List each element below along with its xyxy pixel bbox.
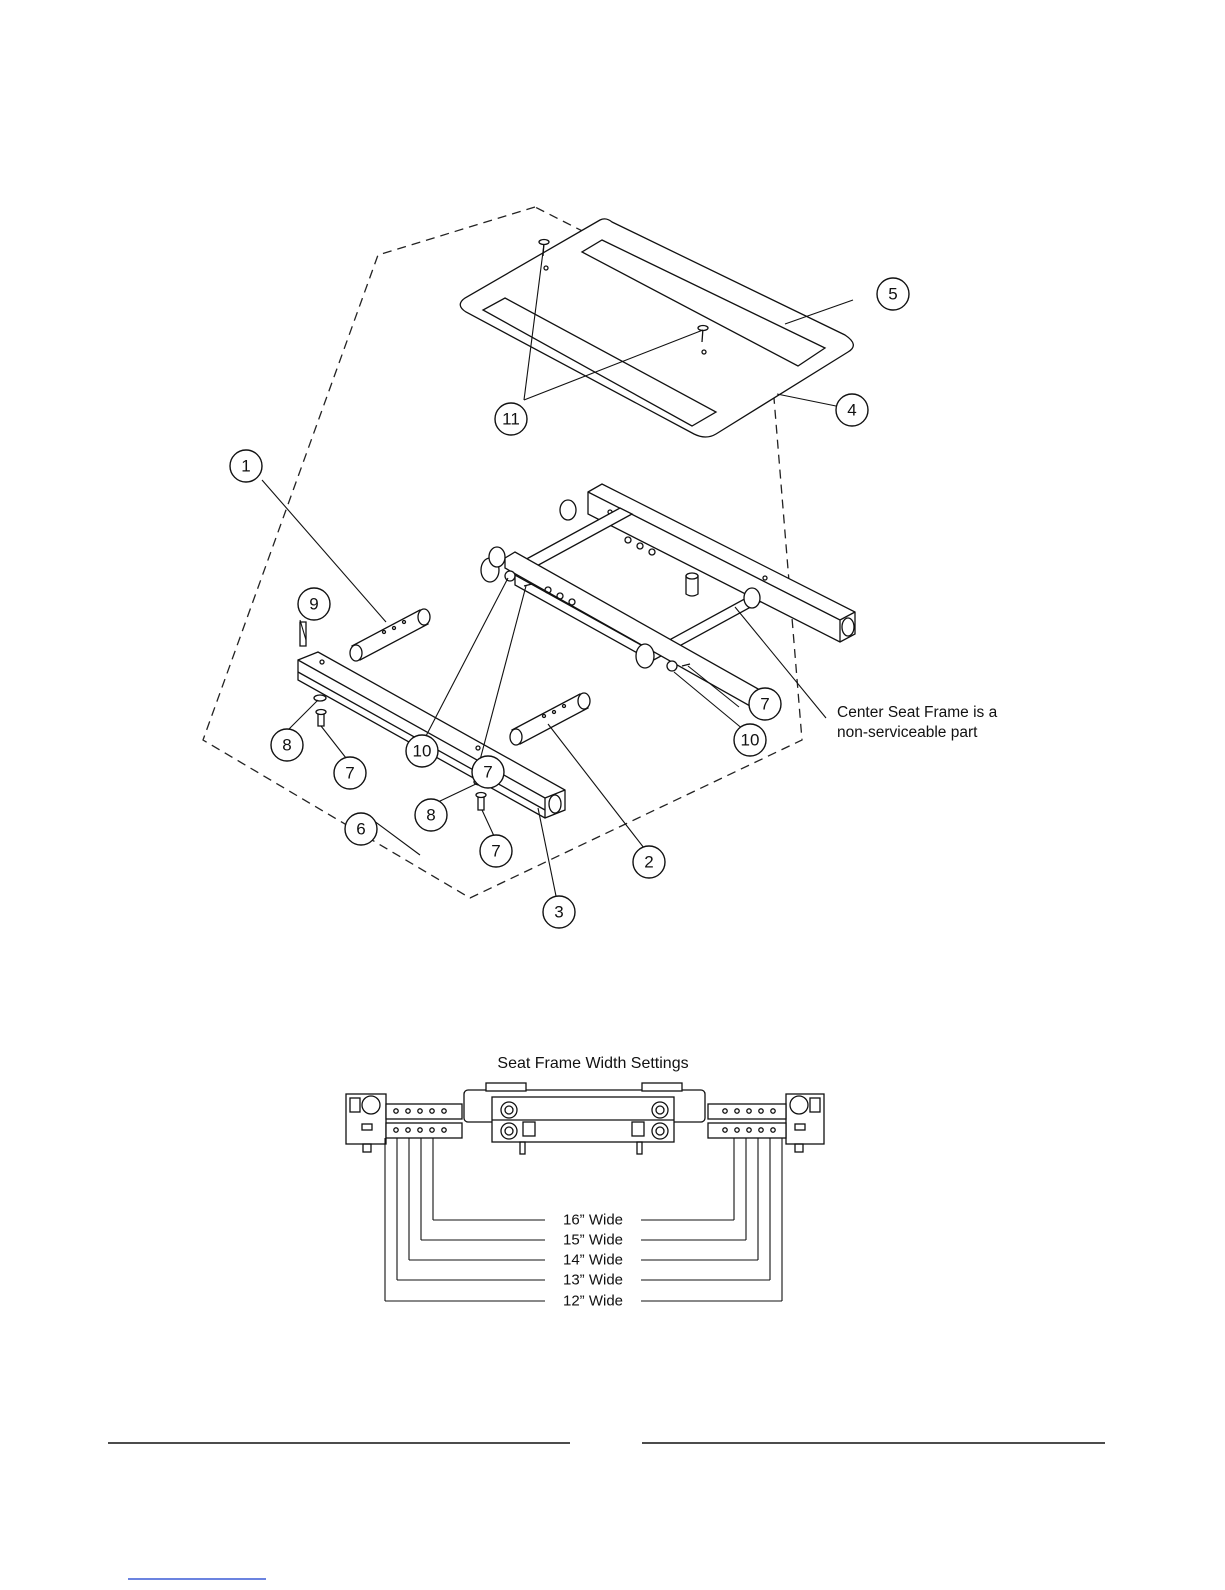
svg-text:8: 8 xyxy=(426,806,435,825)
svg-text:9: 9 xyxy=(309,595,318,614)
note-line-2: non-serviceable part xyxy=(837,724,978,741)
svg-text:3: 3 xyxy=(554,903,563,922)
adjust-hole xyxy=(394,1128,398,1132)
width-label: 12” Wide xyxy=(563,1293,623,1310)
width-label: 13” Wide xyxy=(563,1272,623,1289)
callout-10b: 10 xyxy=(734,724,766,756)
adjust-hole xyxy=(406,1128,410,1132)
callout-10a: 10 xyxy=(406,735,438,767)
svg-text:2: 2 xyxy=(644,853,653,872)
svg-text:11: 11 xyxy=(502,410,520,429)
width-label: 14” Wide xyxy=(563,1252,623,1269)
callout-4: 4 xyxy=(836,394,868,426)
callout-3: 3 xyxy=(543,896,575,928)
adjust-hole xyxy=(430,1128,434,1132)
note-line-1: Center Seat Frame is a xyxy=(837,704,998,721)
adjust-hole xyxy=(442,1128,446,1132)
svg-text:8: 8 xyxy=(282,736,291,755)
adjust-hole xyxy=(442,1109,446,1113)
callout-7b: 7 xyxy=(749,688,781,720)
adjust-hole xyxy=(418,1109,422,1113)
adjust-hole xyxy=(723,1128,727,1132)
adjust-hole xyxy=(759,1109,763,1113)
callout-1: 1 xyxy=(230,450,262,482)
svg-text:10: 10 xyxy=(741,731,760,750)
seat-pan xyxy=(460,219,853,437)
callout-7a: 7 xyxy=(472,756,504,788)
callout-11: 11 xyxy=(495,403,527,435)
adjust-hole xyxy=(406,1109,410,1113)
adjust-hole xyxy=(771,1109,775,1113)
svg-text:10: 10 xyxy=(413,742,432,761)
adjust-hole xyxy=(394,1109,398,1113)
svg-text:5: 5 xyxy=(888,285,897,304)
svg-text:7: 7 xyxy=(345,764,354,783)
adjust-hole xyxy=(747,1128,751,1132)
width-label: 16” Wide xyxy=(563,1212,623,1229)
width-dimension-lines: 16” Wide 15” Wide 14” Wide 13” Wide 12” Wide xyxy=(385,1138,782,1310)
adjust-hole xyxy=(747,1109,751,1113)
callout-8a: 8 xyxy=(271,729,303,761)
adjust-hole xyxy=(735,1128,739,1132)
callout-2: 2 xyxy=(633,846,665,878)
svg-text:7: 7 xyxy=(760,695,769,714)
adjust-hole xyxy=(723,1109,727,1113)
width-settings-title: Seat Frame Width Settings xyxy=(497,1055,688,1072)
svg-text:6: 6 xyxy=(356,820,365,839)
callout-7d: 7 xyxy=(480,835,512,867)
adjust-hole xyxy=(430,1109,434,1113)
center-seat-frame xyxy=(481,484,855,706)
adjust-hole xyxy=(418,1128,422,1132)
callout-8b: 8 xyxy=(415,799,447,831)
callout-5: 5 xyxy=(877,278,909,310)
svg-text:4: 4 xyxy=(847,401,856,420)
callout-7c: 7 xyxy=(334,757,366,789)
callout-9: 9 xyxy=(298,588,330,620)
svg-text:1: 1 xyxy=(241,457,250,476)
callout-6: 6 xyxy=(345,813,377,845)
adjust-hole xyxy=(735,1109,739,1113)
width-label: 15” Wide xyxy=(563,1232,623,1249)
width-settings-frame xyxy=(346,1083,824,1154)
svg-text:7: 7 xyxy=(491,842,500,861)
adjust-hole xyxy=(759,1128,763,1132)
svg-text:7: 7 xyxy=(483,763,492,782)
adjust-hole xyxy=(771,1128,775,1132)
